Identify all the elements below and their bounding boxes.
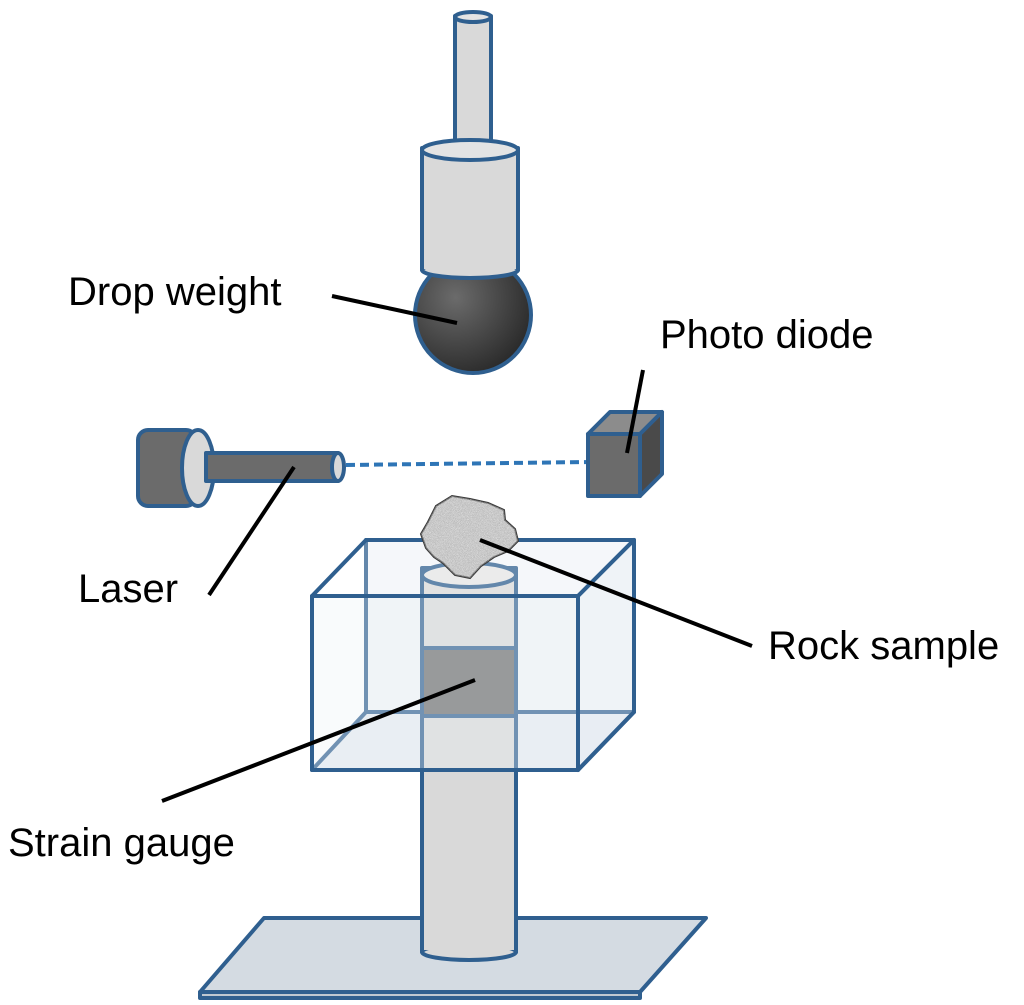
- label-laser: Laser: [78, 567, 178, 611]
- leader-rock-sample: [479, 538, 753, 648]
- label-rock-sample: Rock sample: [768, 624, 999, 668]
- leader-strain-gauge: [161, 678, 476, 803]
- photo-diode: [586, 410, 664, 498]
- leader-photo-diode: [625, 369, 645, 454]
- label-drop-weight: Drop weight: [68, 270, 281, 314]
- drop-weight: [413, 10, 533, 375]
- rock-sample: [419, 494, 520, 580]
- label-photo-diode: Photo diode: [660, 313, 874, 357]
- support-column: [420, 561, 518, 962]
- laser-beam: [345, 460, 591, 467]
- leader-drop-weight: [331, 294, 458, 325]
- leader-laser: [207, 465, 296, 597]
- laser: [136, 428, 346, 508]
- label-strain-gauge: Strain gauge: [8, 821, 235, 865]
